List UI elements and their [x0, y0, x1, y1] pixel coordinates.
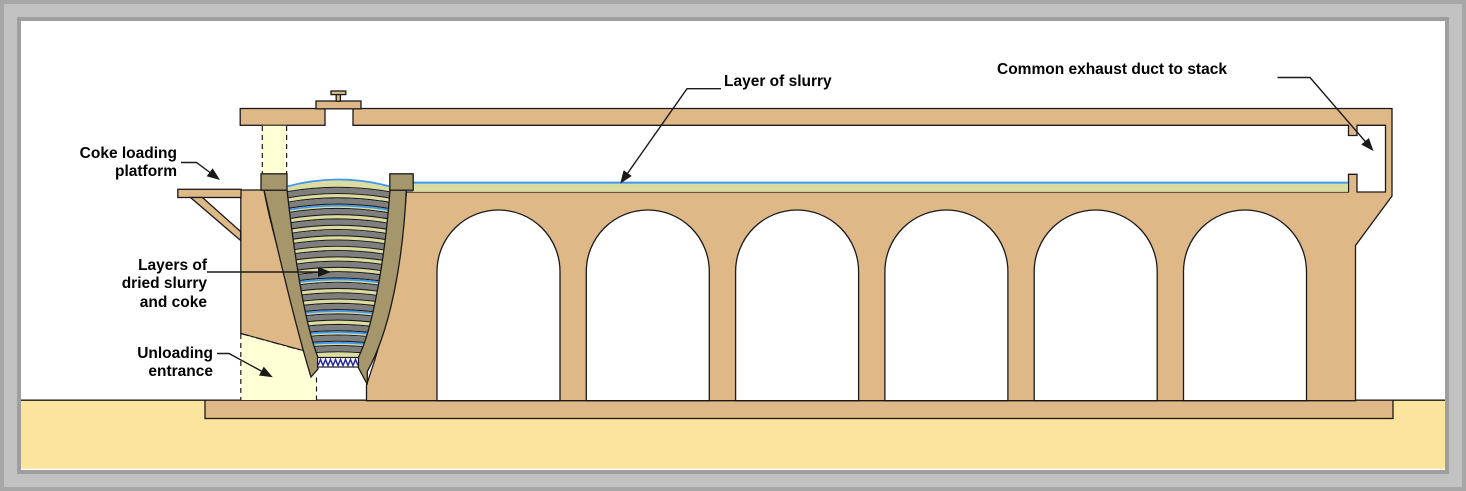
label-line: entrance — [148, 363, 213, 381]
hatch-lid — [315, 100, 362, 110]
band-arc — [287, 192, 390, 201]
label-line: dried slurry — [121, 275, 207, 293]
roof-left-section — [239, 107, 326, 126]
label-layer-of-slurry: Layer of slurry — [724, 73, 832, 91]
rim-block-left — [260, 173, 288, 191]
label-line: Coke loading — [79, 145, 177, 162]
rim-block-right — [389, 173, 414, 191]
band-arc — [287, 187, 390, 200]
label-layers-of-dried-slurry: Layers of dried slurry and coke — [122, 257, 207, 312]
label-common-exhaust-duct: Common exhaust duct to stack — [997, 61, 1227, 79]
label-unloading-entrance: Unloading entrance — [137, 345, 213, 382]
leader-slurry — [620, 88, 721, 184]
band-arc — [287, 186, 390, 195]
label-line: Common exhaust duct to stack — [997, 61, 1227, 78]
label-line: platform — [115, 163, 177, 181]
loading-platform — [177, 188, 242, 199]
arch-4 — [884, 209, 1009, 402]
slurry-layer — [413, 183, 1348, 192]
funnel-wall-right — [357, 189, 407, 385]
band-arc — [287, 197, 390, 205]
label-line: and coke — [139, 293, 207, 311]
label-line: Layers of — [138, 257, 207, 274]
entrance-boundary-line — [240, 332, 308, 353]
unloading-entrance-area — [240, 334, 317, 400]
band-arc — [287, 198, 390, 210]
leader-exhaust — [1277, 76, 1374, 152]
fill-top-arc — [286, 178, 391, 188]
platform-brace — [188, 196, 242, 242]
foundation-slab — [204, 399, 1394, 420]
grate-zigzag — [317, 357, 359, 368]
label-line: Unloading — [137, 345, 213, 362]
label-coke-loading-platform: Coke loading platform — [80, 145, 177, 182]
band-arc — [287, 203, 390, 212]
arch-6 — [1182, 209, 1308, 402]
loading-shaft — [262, 125, 287, 174]
arch-1 — [436, 209, 561, 402]
arch-2 — [585, 209, 710, 402]
lid-handle-cap — [330, 90, 347, 96]
label-line: Layer of slurry — [724, 73, 832, 90]
leader-unloading — [217, 352, 273, 378]
arch-5 — [1033, 209, 1158, 402]
arch-3 — [734, 209, 860, 402]
leader-coke-loading — [181, 161, 221, 180]
